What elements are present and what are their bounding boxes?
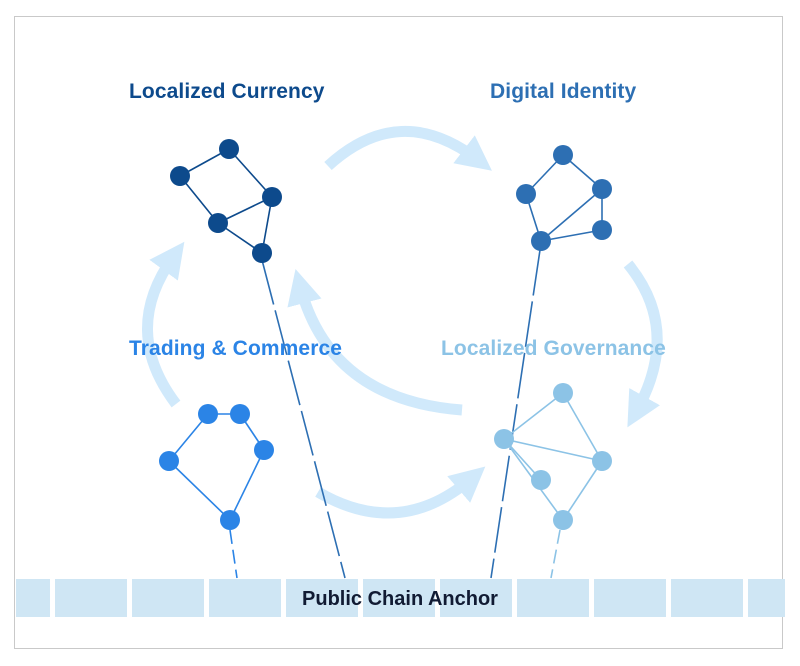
cluster-localized-currency bbox=[170, 139, 282, 263]
label-digital-identity: Digital Identity bbox=[490, 80, 637, 103]
anchor-segment bbox=[209, 579, 281, 617]
anchor-segment bbox=[363, 579, 435, 617]
network-node bbox=[252, 243, 272, 263]
network-node bbox=[531, 470, 551, 490]
anchor-segment bbox=[671, 579, 743, 617]
network-node bbox=[159, 451, 179, 471]
public-chain-anchor-bar bbox=[16, 579, 785, 617]
network-node bbox=[220, 510, 240, 530]
network-node bbox=[208, 213, 228, 233]
anchor-segment bbox=[594, 579, 666, 617]
network-node bbox=[198, 404, 218, 424]
label-localized-currency: Localized Currency bbox=[129, 80, 325, 103]
anchor-segment bbox=[55, 579, 127, 617]
network-node bbox=[494, 429, 514, 449]
anchor-segment bbox=[132, 579, 204, 617]
cluster-localized-governance bbox=[494, 383, 612, 530]
anchor-segment bbox=[440, 579, 512, 617]
network-node bbox=[592, 179, 612, 199]
network-node bbox=[516, 184, 536, 204]
anchor-segment bbox=[517, 579, 589, 617]
arrow-governance-to-currency bbox=[287, 268, 463, 416]
network-node bbox=[230, 404, 250, 424]
anchor-link-trading bbox=[229, 529, 238, 579]
label-trading-commerce: Trading & Commerce bbox=[129, 337, 343, 360]
anchor-segment bbox=[16, 579, 50, 617]
network-node bbox=[553, 145, 573, 165]
network-node bbox=[553, 510, 573, 530]
arrow-trading-to-currency bbox=[142, 241, 185, 408]
public-chain-anchor-label: Public Chain Anchor bbox=[302, 588, 498, 610]
anchor-link-identity bbox=[490, 249, 541, 579]
arrow-trading-to-governance bbox=[315, 466, 486, 519]
network-node bbox=[553, 383, 573, 403]
network-node bbox=[592, 220, 612, 240]
arrow-identity-to-governance bbox=[623, 260, 663, 428]
anchor-link-currency bbox=[261, 259, 346, 579]
cluster-digital-identity bbox=[516, 145, 612, 251]
network-node bbox=[170, 166, 190, 186]
anchor-segment bbox=[748, 579, 785, 617]
anchor-link-governance bbox=[550, 529, 561, 579]
cluster-trading-commerce bbox=[159, 404, 274, 530]
network-node bbox=[592, 451, 612, 471]
anchor-segment bbox=[286, 579, 358, 617]
network-node bbox=[254, 440, 274, 460]
network-node bbox=[219, 139, 239, 159]
network-node bbox=[262, 187, 282, 207]
label-localized-governance: Localized Governance bbox=[441, 337, 666, 360]
arrow-currency-to-identity bbox=[324, 126, 492, 171]
network-node bbox=[531, 231, 551, 251]
